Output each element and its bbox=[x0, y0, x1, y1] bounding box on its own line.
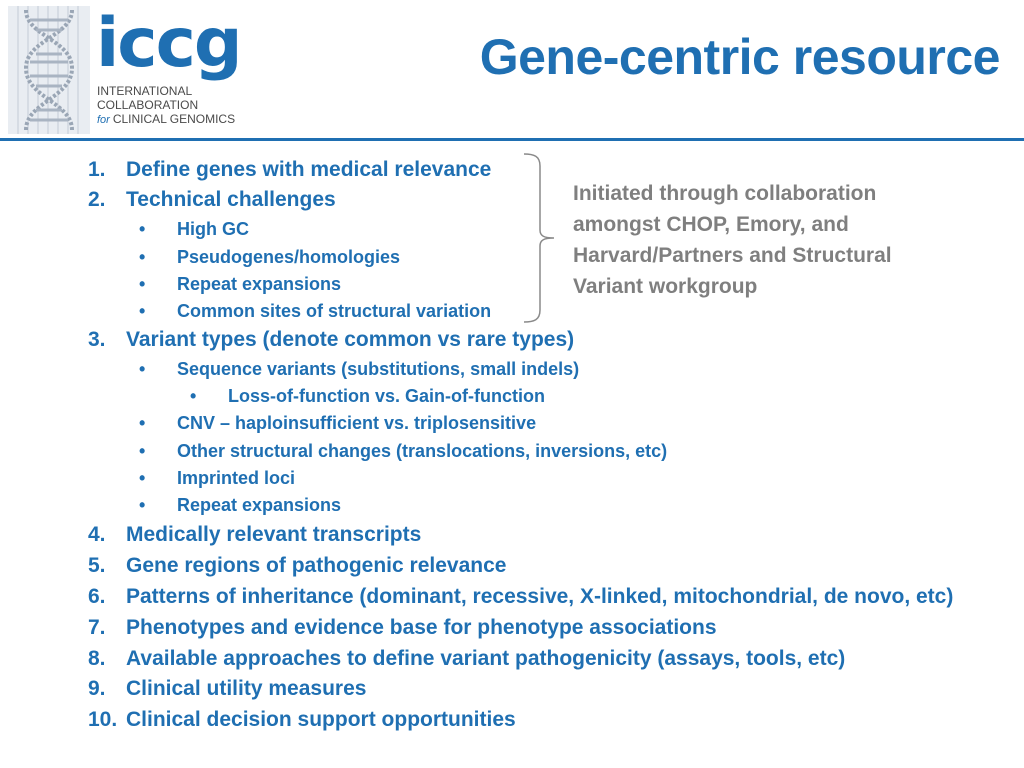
item-number: 8. bbox=[88, 647, 106, 670]
item-text: High GC bbox=[177, 219, 249, 239]
bullet-icon: • bbox=[139, 247, 146, 267]
item-text: Clinical utility measures bbox=[126, 677, 367, 700]
item-text: Common sites of structural variation bbox=[177, 301, 492, 321]
item-text: CNV – haploinsufficient vs. triplosensit… bbox=[177, 413, 537, 433]
title-divider bbox=[0, 138, 1024, 141]
logo-subtitle-line: INTERNATIONAL bbox=[97, 84, 193, 98]
item-number: 6. bbox=[88, 585, 106, 608]
item-text: Other structural changes (translocations… bbox=[177, 441, 668, 461]
item-text: Loss-of-function vs. Gain-of-function bbox=[228, 386, 545, 406]
bullet-icon: • bbox=[139, 413, 146, 433]
item-text: Repeat expansions bbox=[177, 274, 342, 294]
bullet-icon: • bbox=[139, 495, 146, 515]
bullet-icon: • bbox=[139, 468, 146, 488]
bullet-icon: • bbox=[139, 441, 146, 461]
item-number: 3. bbox=[88, 328, 106, 351]
item-text: Patterns of inheritance (dominant, reces… bbox=[126, 585, 954, 608]
collaboration-note: Initiated through collaboration amongst … bbox=[573, 182, 892, 298]
right-brace-icon bbox=[523, 153, 555, 323]
slide-title: Gene-centric resource bbox=[479, 29, 1001, 85]
item-text: Available approaches to define variant p… bbox=[126, 647, 846, 670]
item-number: 2. bbox=[88, 188, 106, 211]
logo-subtitle-line: COLLABORATION bbox=[97, 98, 199, 112]
bullet-icon: • bbox=[190, 386, 197, 406]
item-number: 10. bbox=[88, 708, 118, 731]
item-text: Phenotypes and evidence base for phenoty… bbox=[126, 616, 717, 639]
item-number: 4. bbox=[88, 523, 106, 546]
logo-wordmark: iccg bbox=[96, 4, 243, 83]
bullet-icon: • bbox=[139, 274, 146, 294]
item-text: Imprinted loci bbox=[177, 468, 296, 488]
item-number: 9. bbox=[88, 677, 106, 700]
dna-helix-icon bbox=[8, 6, 90, 134]
logo-subtitle-text: CLINICAL GENOMICS bbox=[112, 112, 236, 126]
bullet-icon: • bbox=[139, 301, 146, 321]
item-text: Pseudogenes/homologies bbox=[177, 247, 401, 267]
item-number: 1. bbox=[88, 158, 106, 181]
item-number: 5. bbox=[88, 554, 106, 577]
item-text: Sequence variants (substitutions, small … bbox=[177, 359, 580, 379]
bullet-icon: • bbox=[139, 219, 146, 239]
bullet-icon: • bbox=[139, 359, 146, 379]
item-text: Medically relevant transcripts bbox=[126, 523, 422, 546]
item-text: Gene regions of pathogenic relevance bbox=[126, 554, 507, 577]
item-text: Variant types (denote common vs rare typ… bbox=[126, 328, 575, 351]
item-text: Clinical decision support opportunities bbox=[126, 708, 516, 731]
item-text: Define genes with medical relevance bbox=[126, 158, 492, 181]
item-text: Repeat expansions bbox=[177, 495, 342, 515]
logo-for: for bbox=[97, 114, 110, 126]
item-number: 7. bbox=[88, 616, 106, 639]
item-text: Technical challenges bbox=[126, 188, 336, 211]
